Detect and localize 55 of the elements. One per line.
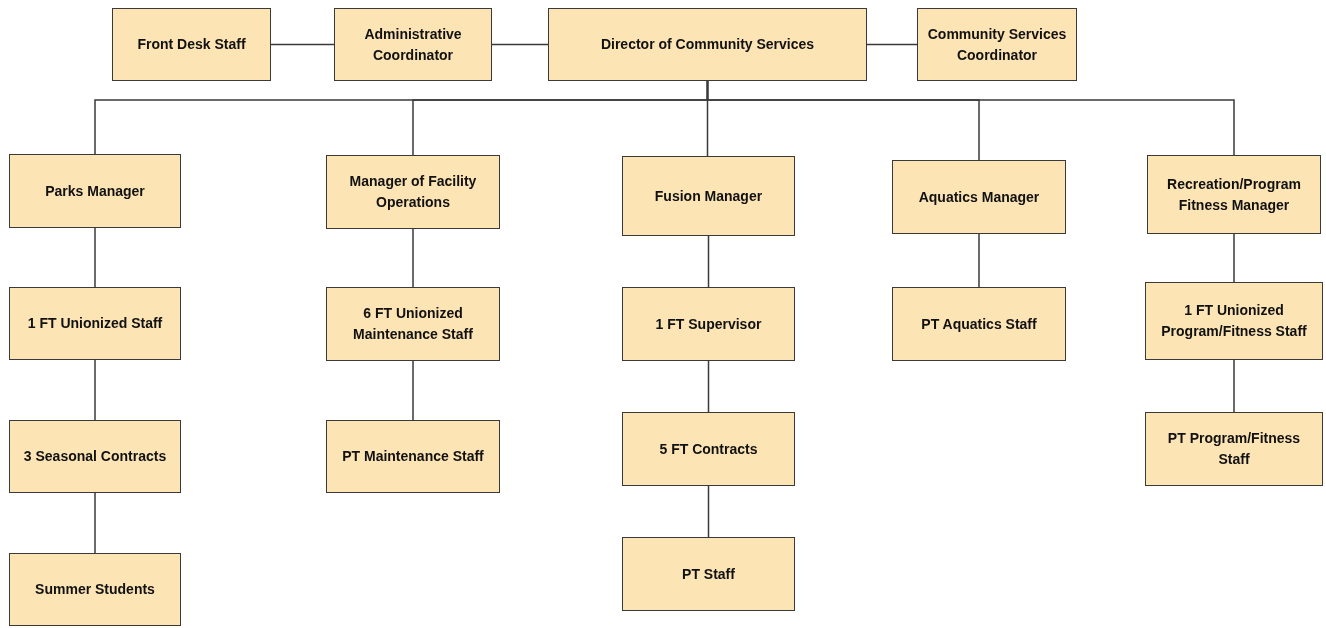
position-title: Recreation/Program Fitness Manager xyxy=(1166,174,1302,215)
position-box xyxy=(334,8,492,81)
connector-line xyxy=(412,360,414,421)
connector-line xyxy=(1233,359,1235,413)
position-title: 1 FT Supervisor xyxy=(655,314,762,334)
position-title: PT Staff xyxy=(682,564,735,584)
position-title: 6 FT Unionized Maintenance Staff xyxy=(352,304,474,344)
position-box xyxy=(917,8,1077,81)
position-title: Summer Students xyxy=(35,580,155,599)
connector-line xyxy=(94,492,96,554)
connector-line xyxy=(707,235,710,288)
position-box xyxy=(9,420,181,493)
position-title: Front Desk Staff xyxy=(137,35,246,54)
connector-line xyxy=(94,227,96,288)
position-title: 1 FT Unionized Program/Fitness Staff xyxy=(1160,301,1308,341)
position-title: Fusion Manager xyxy=(654,186,763,206)
position-title: Community Services Coordinator xyxy=(926,24,1068,65)
connector-line xyxy=(1233,233,1235,283)
position-box xyxy=(9,287,181,360)
position-title: 1 FT Unionized Staff xyxy=(27,314,163,333)
position-box xyxy=(1145,412,1323,486)
connector-line xyxy=(706,80,1235,156)
position-title: 5 FT Contracts xyxy=(659,439,758,459)
position-box xyxy=(622,537,795,611)
position-box xyxy=(1145,282,1323,360)
position-box xyxy=(1147,155,1321,234)
connector-line xyxy=(866,43,918,46)
position-box xyxy=(622,287,795,361)
position-box xyxy=(622,412,795,486)
position-box xyxy=(892,287,1066,361)
connector-line xyxy=(270,43,335,46)
connector-line xyxy=(707,485,710,538)
position-box xyxy=(548,8,867,81)
connector-line xyxy=(707,360,710,413)
position-box xyxy=(622,156,795,236)
connector-line xyxy=(94,359,96,421)
position-title: 3 Seasonal Contracts xyxy=(23,447,167,466)
position-box xyxy=(326,420,500,493)
position-title: Manager of Facility Operations xyxy=(348,172,478,212)
position-box xyxy=(112,8,271,81)
connector-line xyxy=(412,228,414,288)
position-title: Administrative Coordinator xyxy=(363,24,463,65)
position-title: Parks Manager xyxy=(45,181,145,201)
position-box xyxy=(892,160,1066,234)
connector-line xyxy=(491,43,549,46)
position-title: Director of Community Services xyxy=(600,35,815,54)
position-box xyxy=(9,154,181,228)
position-box xyxy=(326,155,500,229)
position-title: Aquatics Manager xyxy=(918,187,1040,207)
position-box xyxy=(326,287,500,361)
position-box xyxy=(9,553,181,626)
connector-line xyxy=(978,233,980,288)
position-title: PT Maintenance Staff xyxy=(342,447,484,466)
position-title: PT Aquatics Staff xyxy=(921,314,1037,334)
position-title: PT Program/Fitness Staff xyxy=(1166,429,1302,469)
